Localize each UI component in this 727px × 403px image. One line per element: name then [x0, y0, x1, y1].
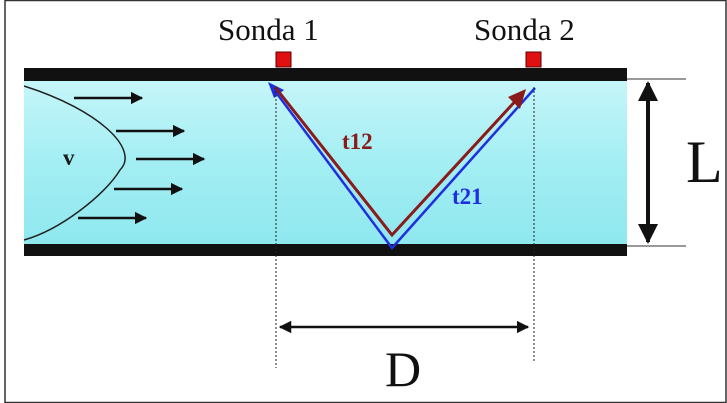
t12-label: t12 [342, 129, 373, 154]
path-t12 [273, 86, 526, 238]
velocity-profile-curve [23, 85, 126, 241]
t21-label: t21 [452, 184, 483, 209]
fluid-region [24, 80, 627, 244]
probe-2-sensor [525, 51, 542, 68]
pipe-top-wall [24, 68, 627, 81]
velocity-label: v [63, 145, 75, 170]
height-l-label: L [686, 129, 723, 195]
probe-1-label: Sonda 1 [218, 12, 319, 47]
probe-2-label: Sonda 2 [474, 12, 575, 47]
distance-d-label: D [385, 341, 422, 397]
pipe-bottom-wall [24, 244, 627, 256]
flow-arrows [74, 91, 206, 225]
probe-1-sensor [275, 51, 292, 68]
